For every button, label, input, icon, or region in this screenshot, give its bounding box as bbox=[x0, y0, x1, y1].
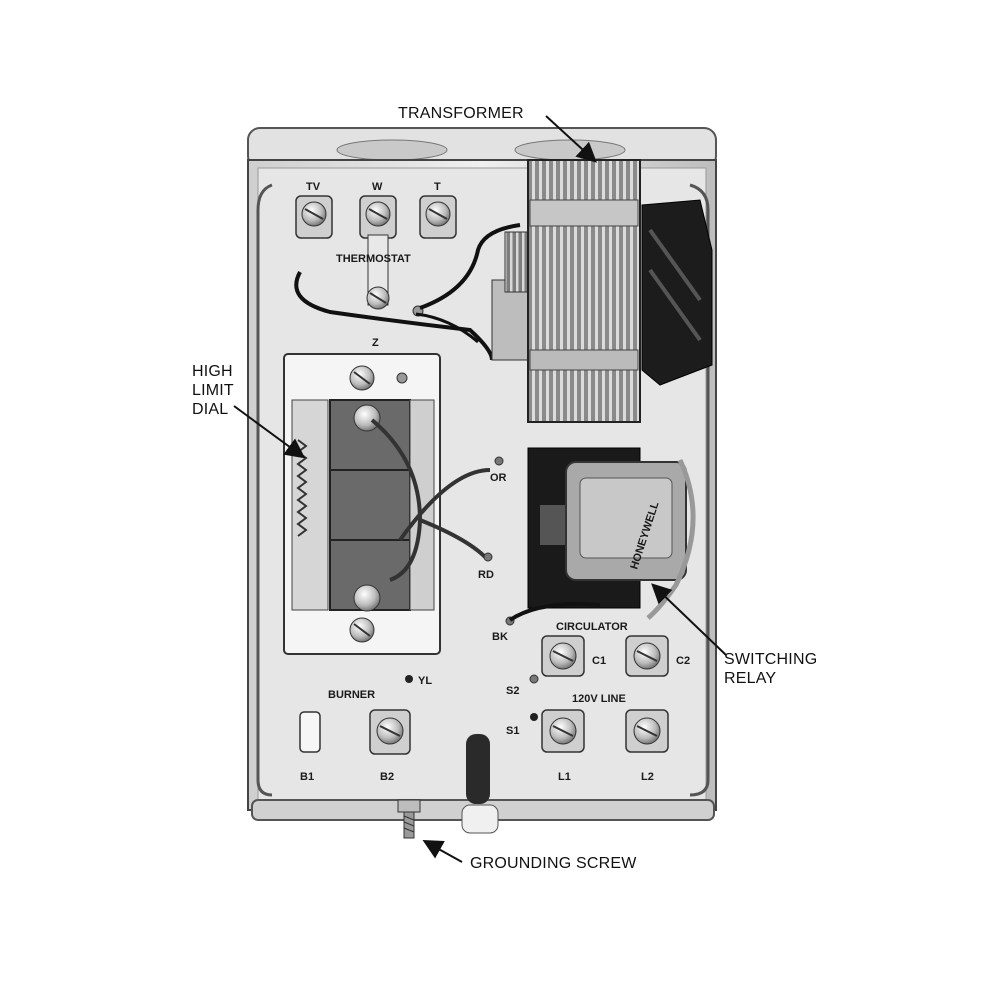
callout-limit-line: LIMIT bbox=[192, 382, 234, 399]
line-terminals bbox=[541, 709, 669, 753]
label-c1: C1 bbox=[592, 655, 606, 667]
label-bk: BK bbox=[492, 631, 508, 643]
label-120v-line: 120V LINE bbox=[572, 693, 626, 705]
callout-arrows bbox=[233, 115, 727, 863]
high-limit-assembly bbox=[283, 353, 491, 655]
arrow-transformer bbox=[545, 115, 597, 163]
label-b2: B2 bbox=[380, 771, 394, 783]
callout-switching-line: SWITCHING bbox=[724, 651, 818, 668]
burner-terminals bbox=[299, 709, 411, 755]
circulator-terminals bbox=[541, 635, 669, 677]
grounding-screw bbox=[397, 734, 499, 839]
callout-dial-line: DIAL bbox=[192, 401, 229, 418]
label-yl: YL bbox=[418, 675, 432, 687]
callout-high-limit-dial: HIGH LIMIT DIAL bbox=[192, 362, 234, 419]
arrow-high-limit-dial bbox=[233, 405, 306, 459]
callout-relay-line: RELAY bbox=[724, 670, 777, 687]
label-rd: RD bbox=[478, 569, 494, 581]
label-l1: L1 bbox=[558, 771, 571, 783]
thermostat-terminals bbox=[295, 195, 457, 317]
label-l2: L2 bbox=[641, 771, 654, 783]
terminal-w bbox=[359, 195, 397, 239]
terminal-t bbox=[419, 195, 457, 239]
terminal-tv bbox=[295, 195, 333, 239]
arrow-switching-relay bbox=[651, 583, 727, 656]
label-z: Z bbox=[372, 337, 379, 349]
label-or: OR bbox=[490, 472, 507, 484]
arrow-grounding-screw bbox=[422, 840, 463, 863]
label-t: T bbox=[434, 181, 441, 193]
label-c2: C2 bbox=[676, 655, 690, 667]
callout-transformer: TRANSFORMER bbox=[398, 105, 524, 122]
transformer bbox=[491, 159, 713, 423]
switching-relay: HONEYWELL bbox=[508, 447, 696, 622]
callout-grounding-screw: GROUNDING SCREW bbox=[470, 855, 637, 872]
label-thermostat: THERMOSTAT bbox=[336, 253, 411, 265]
label-s2: S2 bbox=[506, 685, 519, 697]
label-tv: TV bbox=[306, 181, 321, 193]
label-circulator: CIRCULATOR bbox=[556, 621, 628, 633]
thermostat-wires bbox=[294, 223, 521, 361]
label-b1: B1 bbox=[300, 771, 314, 783]
label-s1: S1 bbox=[506, 725, 519, 737]
label-w: W bbox=[372, 181, 383, 193]
board-labels: TV W T THERMOSTAT Z OR RD BK CIRCULATOR … bbox=[300, 181, 690, 783]
callout-high-line: HIGH bbox=[192, 363, 233, 380]
label-burner: BURNER bbox=[328, 689, 375, 701]
callout-switching-relay: SWITCHING RELAY bbox=[724, 650, 817, 688]
